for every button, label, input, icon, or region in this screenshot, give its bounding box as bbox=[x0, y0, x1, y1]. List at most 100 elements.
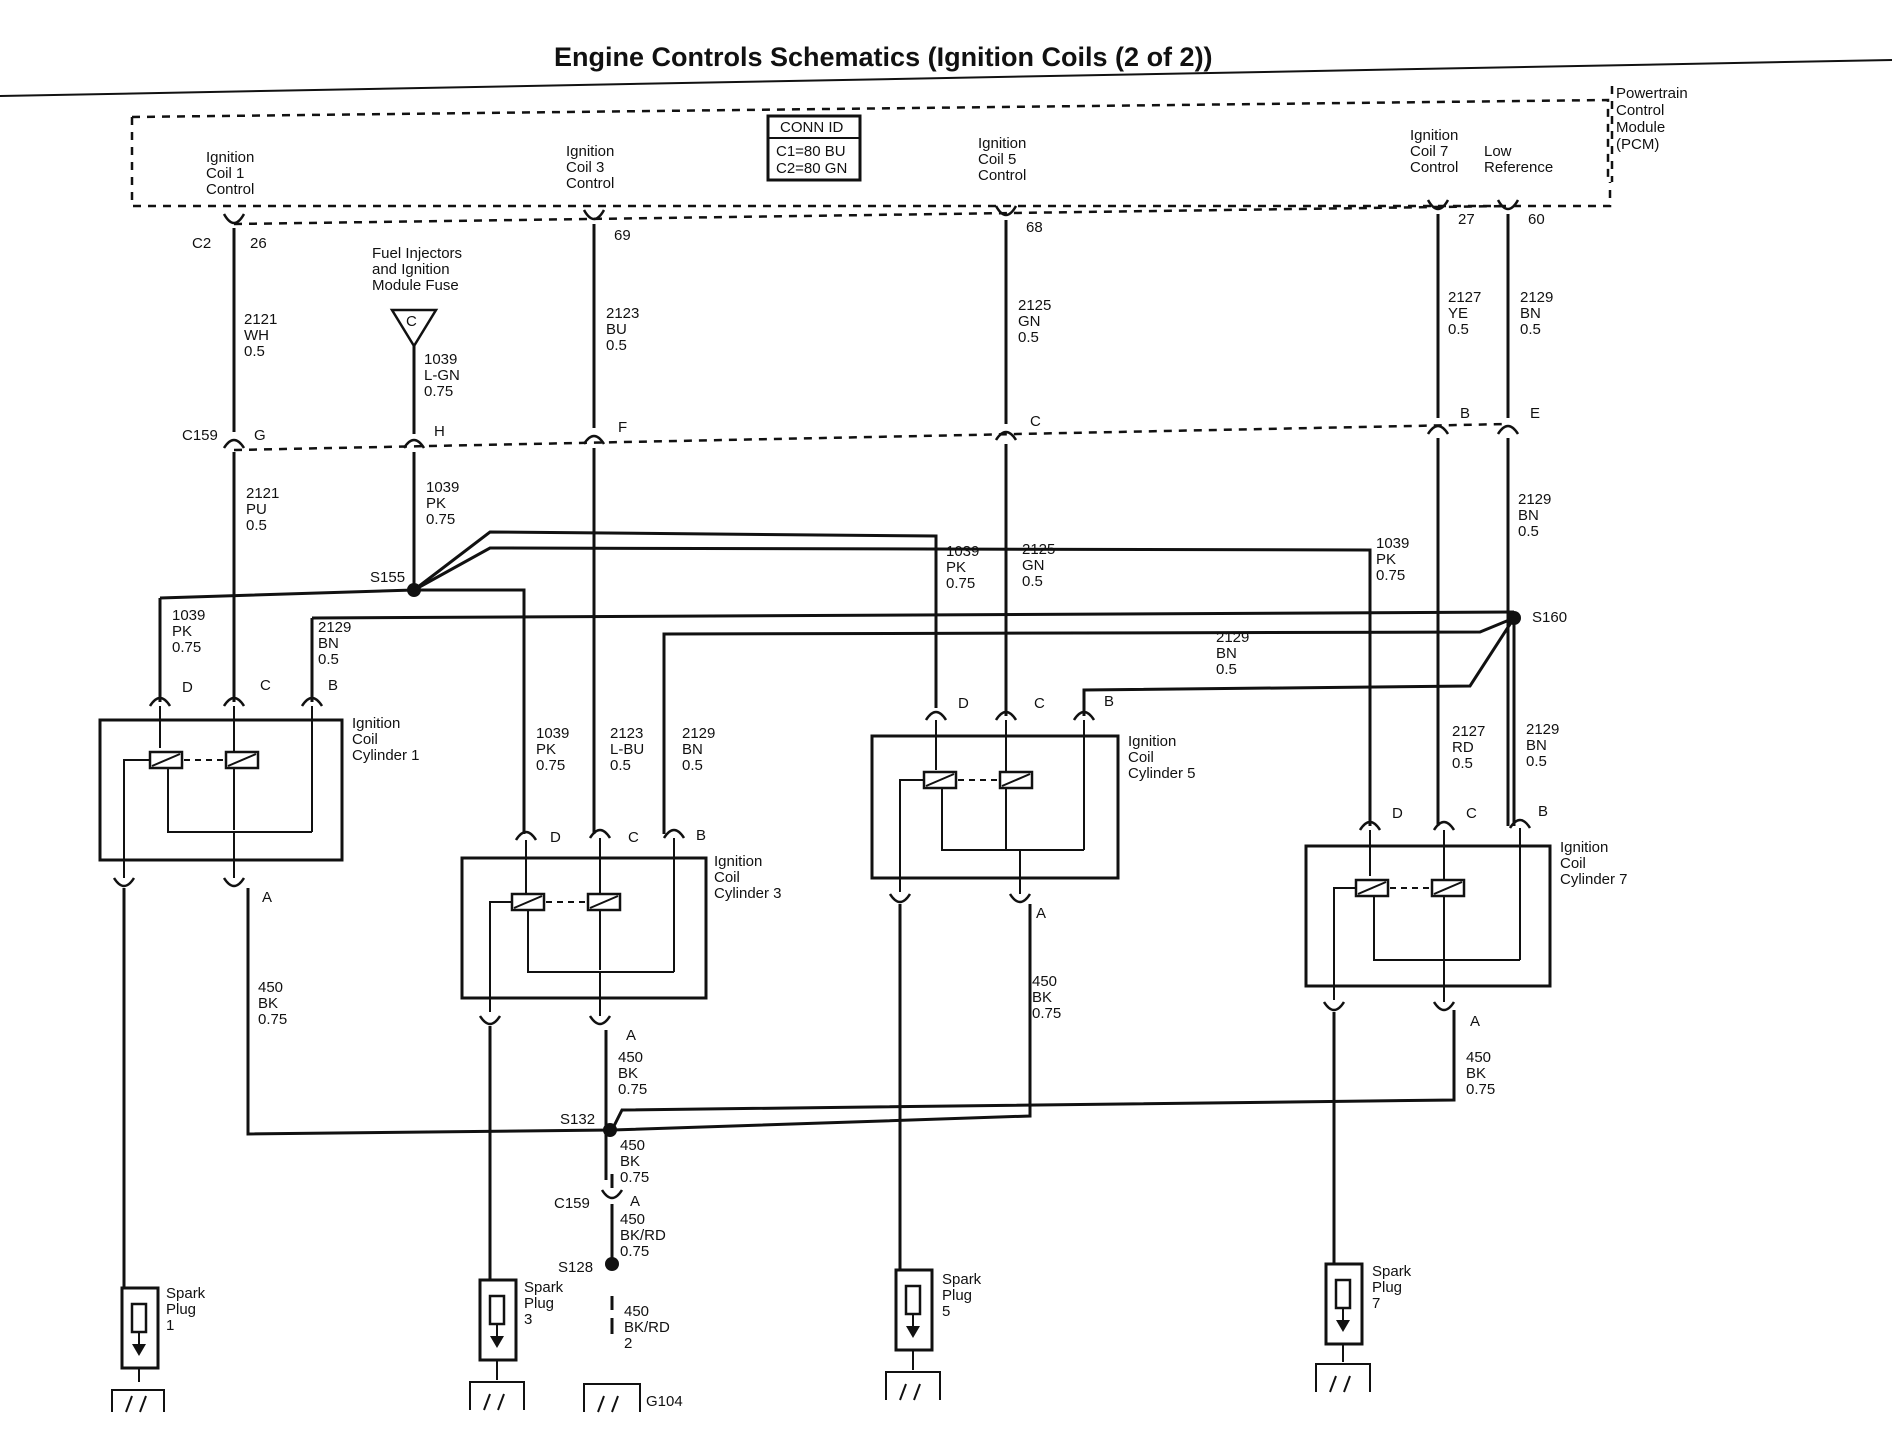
spark-plug-1-label: Spark Plug 1 bbox=[166, 1285, 209, 1334]
wire-label-450-bk-coil7: 450 BK 0.75 bbox=[1466, 1049, 1495, 1098]
coil3-pin-a: A bbox=[626, 1027, 636, 1044]
pcm-pin-26: 26 bbox=[250, 235, 267, 252]
pcm-output-coil7-label: Ignition Coil 7 Control bbox=[1410, 127, 1463, 176]
coil7-pin-a: A bbox=[1470, 1013, 1480, 1030]
wire-label-2129-bn-coil7: 2129 BN 0.5 bbox=[1526, 721, 1564, 770]
pcm-output-coil1-label: Ignition Coil 1 Control bbox=[206, 149, 259, 198]
coil5-pin-c: C bbox=[1034, 695, 1045, 712]
pcm-output-lowref-label: Low Reference bbox=[1484, 143, 1553, 176]
wire-label-2129-bn-mid: 2129 BN 0.5 bbox=[1216, 629, 1254, 678]
coil1-pin-b: B bbox=[328, 677, 338, 694]
coil7-pin-b: B bbox=[1538, 803, 1548, 820]
pcm-connector-name: C2 bbox=[192, 235, 211, 252]
coil5-label: Ignition Coil Cylinder 5 bbox=[1128, 733, 1196, 782]
c159-pin-h: H bbox=[434, 423, 445, 440]
wire-label-2123-lbu: 2123 L-BU 0.5 bbox=[610, 725, 648, 774]
conn-id-header: CONN ID bbox=[780, 119, 844, 136]
c159-pin-g: G bbox=[254, 427, 266, 444]
header-rule bbox=[0, 59, 1892, 97]
spark-plug-7-label: Spark Plug 7 bbox=[1372, 1263, 1415, 1312]
wire-label-1039-pk-a: 1039 PK 0.75 bbox=[426, 479, 464, 528]
wire-label-2125-gn: 2125 GN 0.5 bbox=[1018, 297, 1056, 346]
c159-pin-f: F bbox=[618, 419, 627, 436]
wire-label-2129-bn-coil3: 2129 BN 0.5 bbox=[682, 725, 720, 774]
splice-s132-label: S132 bbox=[560, 1111, 595, 1128]
ground-g104-label: G104 bbox=[646, 1393, 683, 1410]
spark-plug-wires bbox=[122, 888, 1336, 1288]
wire-label-2129-bn-top: 2129 BN 0.5 bbox=[1520, 289, 1558, 338]
coil5-pin-d: D bbox=[958, 695, 969, 712]
ignition-coil-cylinder-1 bbox=[98, 696, 344, 888]
spark-plug-1 bbox=[111, 1286, 165, 1413]
conn-id-c1: C1=80 BU bbox=[776, 143, 846, 160]
wire-label-2121-pu: 2121 PU 0.5 bbox=[246, 485, 284, 534]
spark-plug-5-label: Spark Plug 5 bbox=[942, 1271, 985, 1320]
wire-label-2127-ye: 2127 YE 0.5 bbox=[1448, 289, 1486, 338]
spark-plug-5 bbox=[885, 1268, 941, 1401]
coil1-label: Ignition Coil Cylinder 1 bbox=[352, 715, 420, 764]
wire-label-450-bk-coil1: 450 BK 0.75 bbox=[258, 979, 287, 1028]
coil3-pin-c: C bbox=[628, 829, 639, 846]
wire-label-1039-lgn: 1039 L-GN 0.75 bbox=[424, 351, 464, 400]
coil1-pin-c: C bbox=[260, 677, 271, 694]
wire-label-2123-bu: 2123 BU 0.5 bbox=[606, 305, 644, 354]
upper-wires bbox=[232, 214, 1510, 434]
pcm-module: Powertrain Control Module (PCM) CONN ID … bbox=[130, 85, 1692, 208]
c159-pin-b: B bbox=[1460, 405, 1470, 422]
wire-label-2125-gn-lower: 2125 GN 0.5 bbox=[1022, 541, 1060, 590]
wire-label-1039-pk-c: 1039 PK 0.75 bbox=[1376, 535, 1414, 584]
wire-label-450-bk-s132: 450 BK 0.75 bbox=[620, 1137, 649, 1186]
ground-g104 bbox=[583, 1383, 641, 1413]
c159-pin-e: E bbox=[1530, 405, 1540, 422]
wire-label-2127-rd: 2127 RD 0.5 bbox=[1452, 723, 1490, 772]
wire-label-1039-pk-coil1: 1039 PK 0.75 bbox=[172, 607, 210, 656]
coil5-pin-b: B bbox=[1104, 693, 1114, 710]
splice-s160 bbox=[310, 438, 1521, 834]
svg-text:C: C bbox=[406, 313, 417, 330]
spark-plug-7 bbox=[1315, 1262, 1371, 1393]
diagram-title: Engine Controls Schematics (Ignition Coi… bbox=[554, 42, 1213, 72]
coil7-pin-d: D bbox=[1392, 805, 1403, 822]
coil3-label: Ignition Coil Cylinder 3 bbox=[714, 853, 782, 902]
coil3-pin-b: B bbox=[696, 827, 706, 844]
ignition-coil-cylinder-3 bbox=[460, 828, 708, 1026]
coil3-pin-d: D bbox=[550, 829, 561, 846]
c159-connector bbox=[233, 422, 1509, 452]
splice-s155-label: S155 bbox=[370, 569, 405, 586]
wire-label-450-bk-coil5: 450 BK 0.75 bbox=[1032, 973, 1061, 1022]
wire-label-2129-bn-coil1: 2129 BN 0.5 bbox=[318, 619, 356, 668]
pcm-output-coil5-label: Ignition Coil 5 Control bbox=[978, 135, 1031, 184]
fuse-symbol: C bbox=[389, 308, 439, 349]
splice-s160-label: S160 bbox=[1532, 609, 1567, 626]
pcm-pin-68: 68 bbox=[1026, 219, 1043, 236]
pcm-label: Powertrain Control Module (PCM) bbox=[1616, 85, 1692, 153]
c159-ground-pin-a: A bbox=[630, 1193, 640, 1210]
coil1-pin-a: A bbox=[262, 889, 272, 906]
c159-pin-c: C bbox=[1030, 413, 1041, 430]
ground-bus bbox=[246, 888, 1456, 1334]
coil7-pin-c: C bbox=[1466, 805, 1477, 822]
pcm-output-coil3-label: Ignition Coil 3 Control bbox=[566, 143, 619, 192]
wire-label-450-bk-coil3: 450 BK 0.75 bbox=[618, 1049, 647, 1098]
pcm-pin-27: 27 bbox=[1458, 211, 1475, 228]
conn-id-c2: C2=80 GN bbox=[776, 160, 847, 177]
ignition-coil-cylinder-7 bbox=[1304, 818, 1552, 1012]
pcm-pin-60: 60 bbox=[1528, 211, 1545, 228]
c159-pins bbox=[222, 424, 1520, 449]
wire-label-2121-wh: 2121 WH 0.5 bbox=[244, 311, 282, 360]
c159-name: C159 bbox=[182, 427, 218, 444]
conn-id-box bbox=[766, 114, 862, 182]
coil1-pin-d: D bbox=[182, 679, 193, 696]
wire-label-450-bkrd-b: 450 BK/RD 2 bbox=[624, 1303, 674, 1352]
fuse-label: Fuel Injectors and Ignition Module Fuse bbox=[372, 245, 466, 294]
wire-label-450-bkrd-a: 450 BK/RD 0.75 bbox=[620, 1211, 670, 1260]
splice-s128-label: S128 bbox=[558, 1259, 593, 1276]
c159-ground-name: C159 bbox=[554, 1195, 590, 1212]
pcm-pins bbox=[222, 199, 1520, 225]
spark-plug-3-label: Spark Plug 3 bbox=[524, 1279, 567, 1328]
ignition-coil-cylinder-5 bbox=[870, 710, 1120, 904]
wire-label-1039-pk-b: 1039 PK 0.75 bbox=[946, 543, 984, 592]
coil5-pin-a: A bbox=[1036, 905, 1046, 922]
spark-plug-3 bbox=[469, 1278, 525, 1411]
